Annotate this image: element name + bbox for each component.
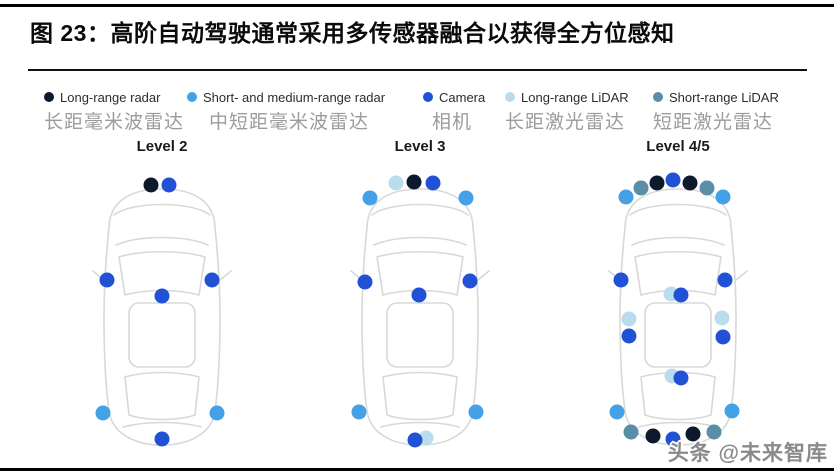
sensor-dot-camera [407,432,423,448]
sensor-dot-camera [154,431,170,447]
sensor-dot-long-range-radar [406,174,422,190]
watermark-text: 头条 @未来智库 [667,442,828,465]
sensor-dot-long-range-lidar [714,310,730,326]
sensor-dot-camera [673,370,689,386]
sensor-dot-long-range-radar [685,426,701,442]
figure-title: 图 23：高阶自动驾驶通常采用多传感器融合以获得全方位感知 [30,20,675,46]
legend-label-zh: 长距激光雷达 [505,112,626,133]
short-range-lidar-swatch-icon [653,92,663,102]
level-label: Level 4/5 [646,138,710,155]
sensor-dot-camera [715,329,731,345]
sensor-dot-camera [462,273,478,289]
sensor-dot-camera [613,272,629,288]
level-label: Level 2 [136,138,188,155]
sensor-dot-long-range-lidar [621,311,637,327]
legend-item-long-range-radar: Long-range radar 长距毫米波雷达 [44,90,184,134]
title-underline-rule [28,69,807,71]
bottom-border-rule [0,468,834,471]
legend-label-zh: 相机 [432,112,473,133]
sensor-dot-long-range-radar [645,428,661,444]
sensor-dot-short-medium-range-radar [618,189,634,205]
legend-label-en: Short- and medium-range radar [203,89,386,105]
car-diagram-level-2: Level 2 [87,138,237,460]
level-label: Level 3 [394,138,446,155]
sensor-dot-camera [411,287,427,303]
sensor-dot-short-medium-range-radar [468,404,484,420]
sensor-dot-camera [425,175,441,191]
sensor-dot-camera [621,328,637,344]
sensor-dot-camera [665,172,681,188]
top-border-rule [0,4,834,7]
legend-label-en: Long-range LiDAR [521,89,629,105]
sensor-dot-camera [717,272,733,288]
legend-label-en: Camera [439,89,486,105]
legend-label-en: Long-range radar [60,89,161,105]
legend-item-short-range-lidar: Short-range LiDAR 短距激光雷达 [653,90,779,134]
legend-item-camera: Camera 相机 [423,90,485,134]
camera-swatch-icon [423,92,433,102]
sensor-dot-short-range-lidar [699,180,715,196]
long-range-radar-swatch-icon [44,92,54,102]
legend-item-long-range-lidar: Long-range LiDAR 长距激光雷达 [505,90,629,134]
sensor-dot-short-medium-range-radar [351,404,367,420]
legend-label-zh: 长距毫米波雷达 [44,112,185,133]
legend-label-zh: 短距激光雷达 [653,112,774,133]
sensor-dot-camera [357,274,373,290]
legend-label-en: Short-range LiDAR [669,89,779,105]
sensor-dot-camera [154,288,170,304]
sensor-dot-short-medium-range-radar [95,405,111,421]
sensor-dot-camera [673,287,689,303]
legend-label-zh: 中短距毫米波雷达 [209,112,370,133]
sensor-dot-camera [665,431,681,447]
sensor-dot-long-range-radar [143,177,159,193]
sensor-dot-long-range-radar [682,175,698,191]
sensor-dot-short-medium-range-radar [609,404,625,420]
car-diagram-level-3: Level 3 [345,138,495,460]
sensor-dot-short-medium-range-radar [209,405,225,421]
sensor-dot-camera [99,272,115,288]
sensor-dot-short-medium-range-radar [458,190,474,206]
sensor-dot-short-medium-range-radar [715,189,731,205]
short-medium-range-radar-swatch-icon [187,92,197,102]
watermark: 头条 @未来智库 [668,437,828,467]
sensor-dot-short-range-lidar [706,424,722,440]
legend-item-short-medium-range-radar: Short- and medium-range radar 中短距毫米波雷达 [187,90,385,134]
sensor-dot-long-range-radar [649,175,665,191]
car-diagram-level-4-5: Level 4/5 [603,138,753,460]
sensor-dot-long-range-lidar [388,175,404,191]
sensor-dot-short-range-lidar [623,424,639,440]
sensor-dot-camera [204,272,220,288]
sensor-dot-short-range-lidar [633,180,649,196]
sensor-dot-camera [161,177,177,193]
sensor-dot-short-medium-range-radar [362,190,378,206]
long-range-lidar-swatch-icon [505,92,515,102]
sensor-dot-short-medium-range-radar [724,403,740,419]
